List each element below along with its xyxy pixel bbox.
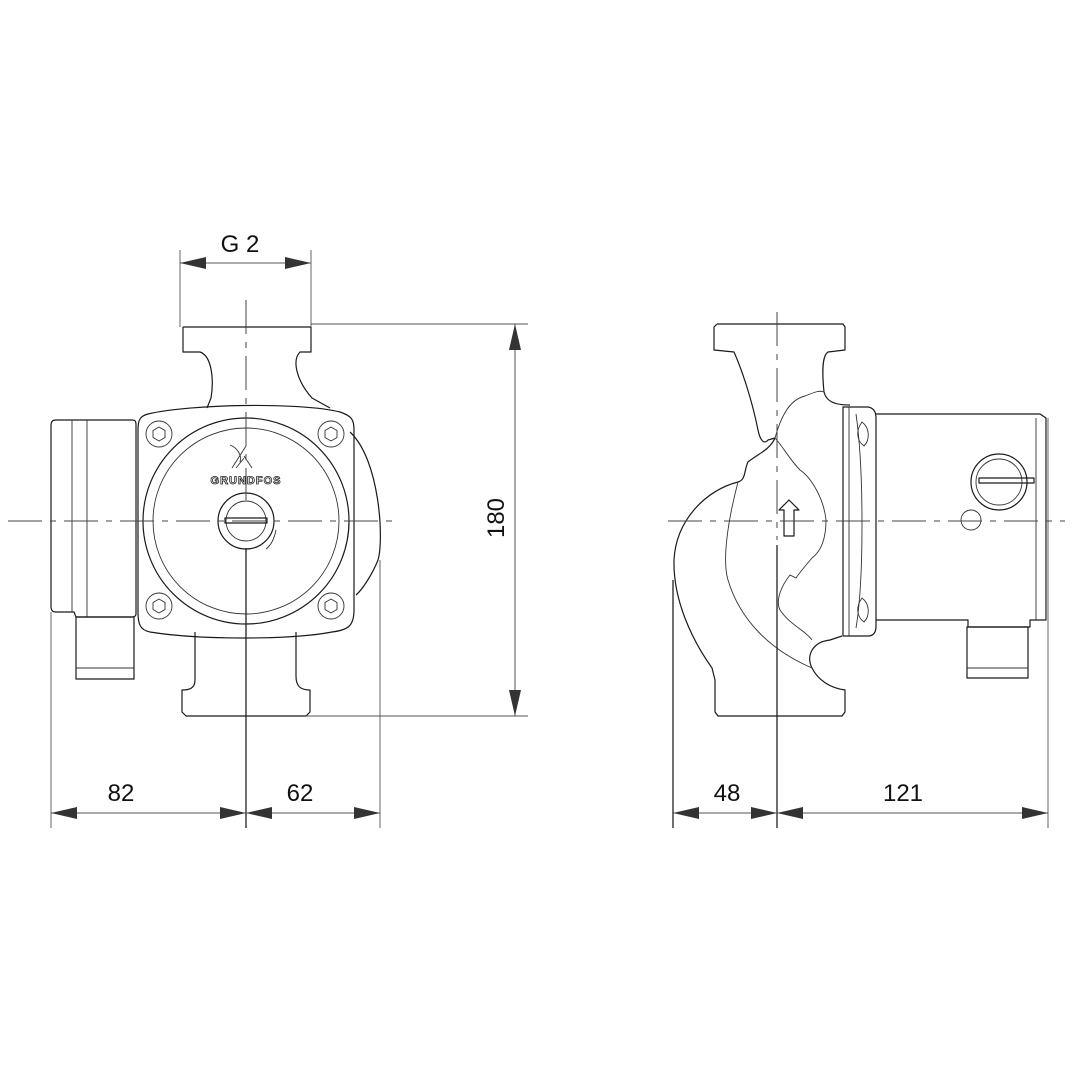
front-dimensions: G 2 180 82 62 bbox=[50, 231, 528, 828]
flow-arrow-icon bbox=[778, 499, 800, 537]
housing-bulge bbox=[349, 431, 381, 596]
dim-front-left-label: 82 bbox=[108, 780, 135, 807]
motor-housing bbox=[876, 413, 1047, 628]
bolt-bottom-right bbox=[317, 592, 345, 620]
dim-connection-label: G 2 bbox=[221, 231, 260, 258]
side-volute-inner bbox=[725, 481, 813, 669]
cable-gland bbox=[75, 616, 135, 680]
front-view: GRUNDFOS bbox=[8, 300, 392, 828]
grundfos-logo-icon bbox=[229, 444, 253, 469]
top-flange bbox=[182, 326, 331, 409]
dim-side-left-label: 48 bbox=[714, 780, 741, 807]
bolt-top-left bbox=[145, 420, 173, 448]
vent-screw-slot bbox=[224, 517, 268, 524]
side-vent-screw-inner bbox=[975, 458, 1023, 506]
dim-front-right-label: 62 bbox=[287, 780, 314, 807]
bolt-bottom-left bbox=[145, 592, 173, 620]
side-vent-screw-outer bbox=[970, 453, 1028, 511]
side-vent-screw-slot bbox=[978, 477, 1035, 484]
rotation-mark bbox=[265, 529, 277, 550]
side-central-body bbox=[774, 390, 827, 641]
terminal-box bbox=[50, 419, 137, 618]
side-dimensions: 48 121 bbox=[673, 780, 1048, 819]
motor-flange bbox=[842, 406, 877, 637]
bolt-top-right bbox=[317, 420, 345, 448]
pump-housing bbox=[137, 404, 355, 639]
side-view bbox=[668, 312, 1065, 828]
side-cable-gland bbox=[966, 626, 1029, 679]
side-pump-body bbox=[673, 323, 851, 717]
dim-port-to-port-label: 180 bbox=[483, 498, 510, 538]
indicator-light bbox=[960, 509, 982, 531]
dim-side-right-label: 121 bbox=[883, 780, 923, 807]
